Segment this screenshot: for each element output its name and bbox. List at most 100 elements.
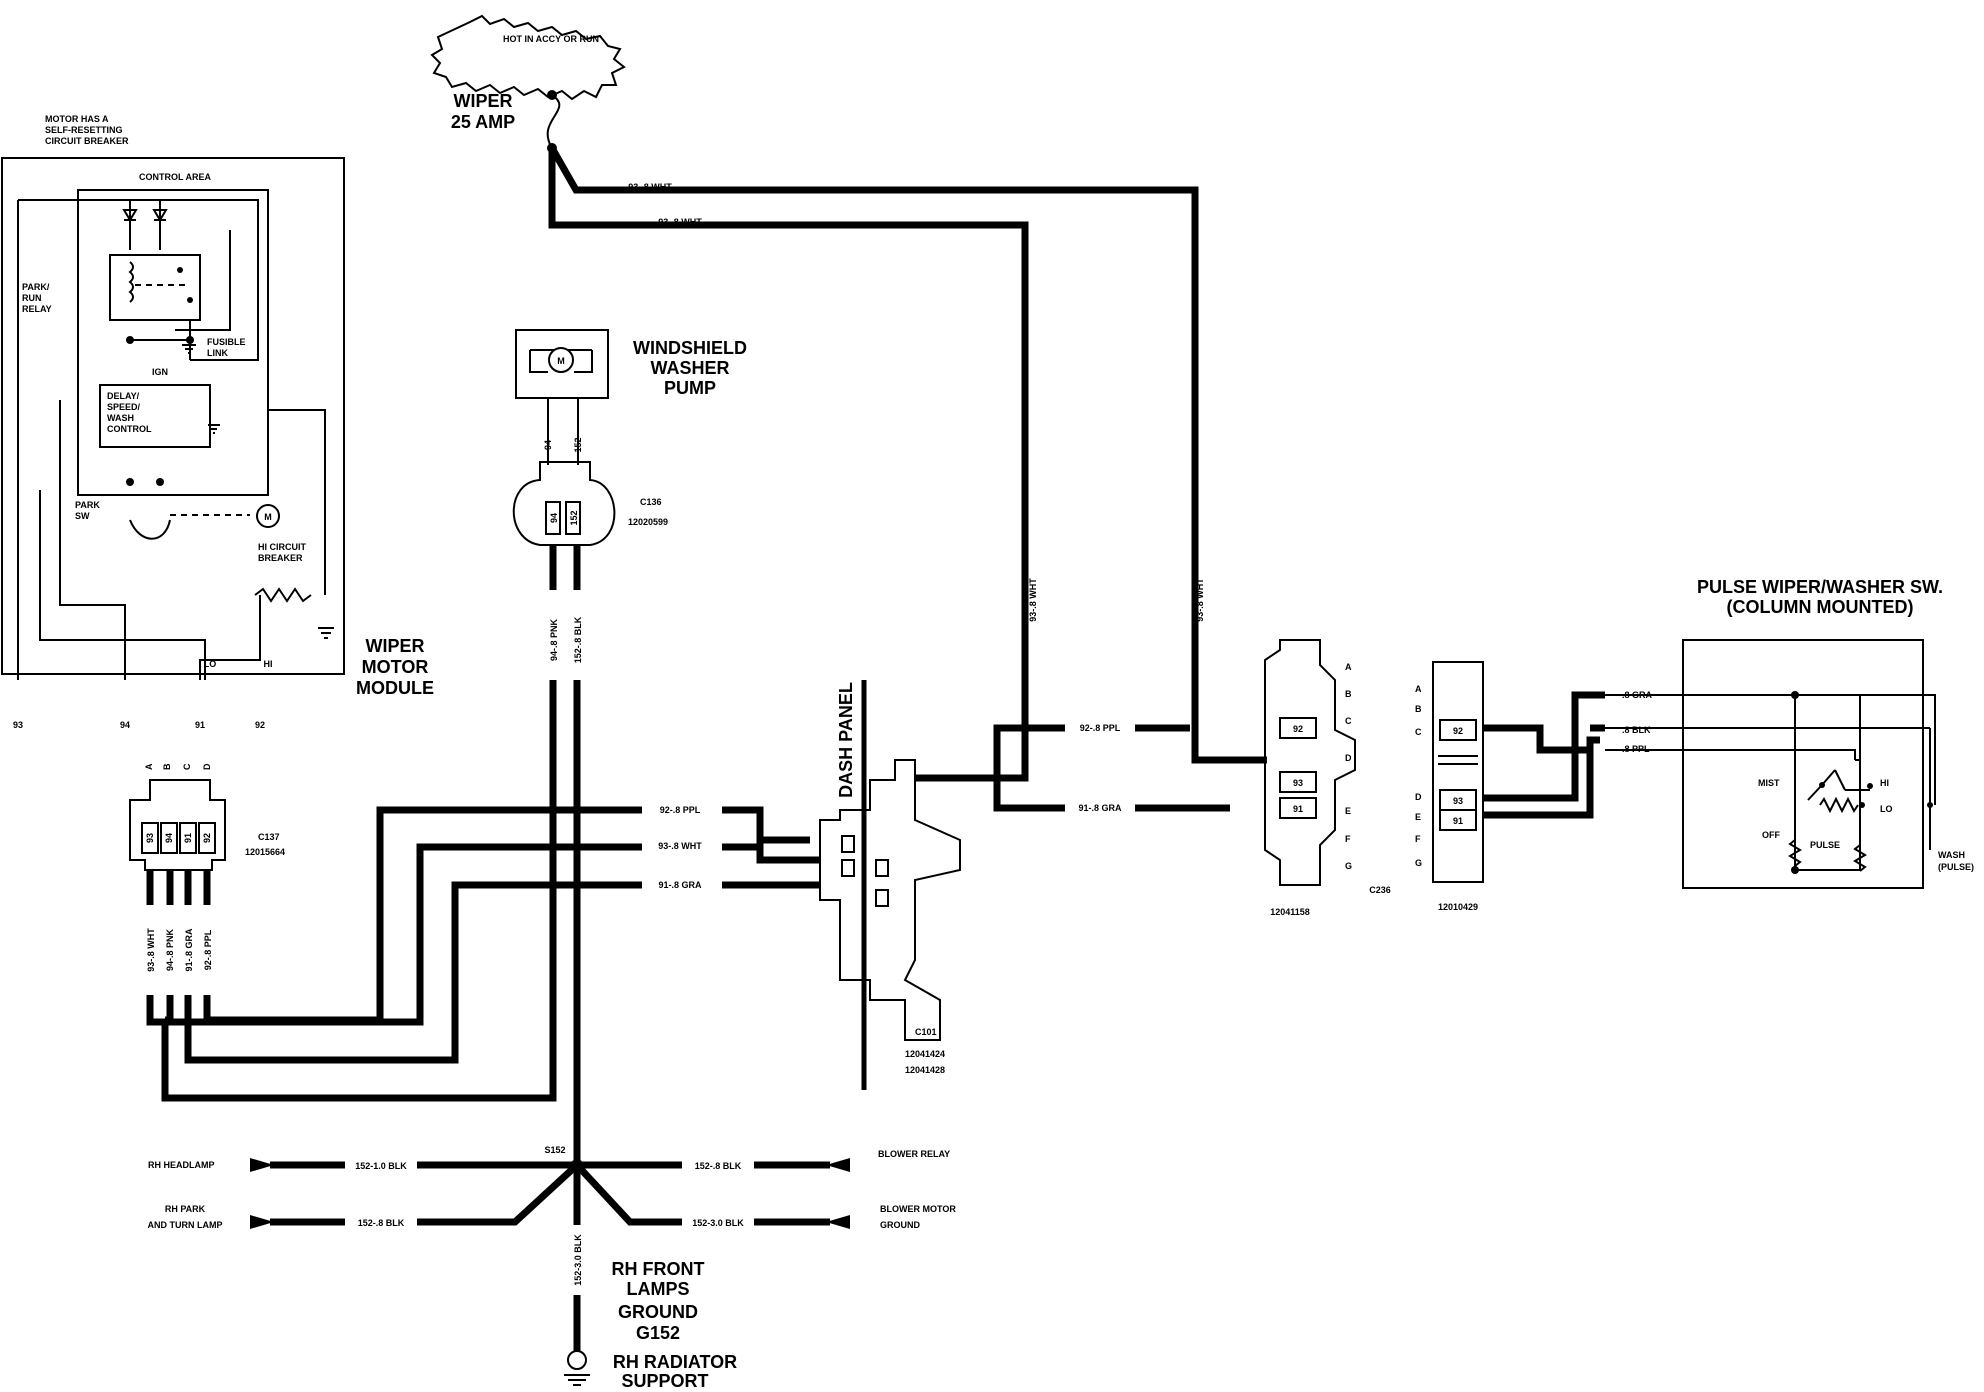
c137-wire-label-gra: 91-.8 GRA [184,928,194,972]
c236-letter-c: C [1345,716,1352,726]
control-box [99,384,211,448]
module-note-line-3: CIRCUIT BREAKER [45,136,129,146]
c136-cavity-152-label: 152 [569,510,579,525]
hi-breaker-label-1: HI CIRCUIT [258,542,306,552]
module-title-1: WIPER [365,636,424,656]
swc-cavity-92-label: 92 [1453,726,1463,736]
ground-title-4: G152 [636,1323,680,1343]
pulse-junction-1 [1791,691,1799,699]
gnd-lt-bg [345,1158,417,1172]
ground-symbol-a [182,344,196,354]
c101-body [819,759,961,1041]
off-label: OFF [1762,830,1780,840]
gnd-lb-bg [345,1215,417,1229]
c101-pin-1 [841,835,855,853]
c137-name: C137 [258,832,280,842]
pulse-switch-title-2: (COLUMN MOUNTED) [1727,597,1914,617]
relay-label-2: RUN [22,293,42,303]
c101-part-2: 12041428 [905,1065,945,1075]
c236-letter-g: G [1345,861,1352,871]
washer-pump: M WINDSHIELD WASHER PUMP 94 152 94 152 C… [512,329,747,546]
module-pin-93: 93 [13,720,23,730]
c236-gra-label: 91-.8 GRA [1078,803,1122,813]
arrow-rh-headlamp [250,1158,274,1172]
gra-label-bg [642,877,722,891]
lo-label: LO [204,659,217,669]
c101-pin-4 [875,889,889,907]
ground-eyelet [567,1350,587,1370]
pnk-label-bg [545,590,583,680]
c236-letter-b: B [1345,689,1352,699]
module-pin-92: 92 [255,720,265,730]
contact-lo [1859,802,1865,808]
ground-title-3: GROUND [618,1302,698,1322]
ground-title-2: LAMPS [627,1279,690,1299]
control-area-box [77,189,269,496]
pulse-switch-contacts [1807,769,1870,801]
c137-cavity-91 [179,822,197,854]
c101-pin-2 [841,859,855,877]
module-pin-94: 94 [120,720,130,730]
swc-stub-1 [1580,691,1605,754]
wht-wire-label: 93-.8 WHT [658,841,702,851]
switch-connector: 92 93 91 A B C D E F G 12010429 [1415,661,1484,912]
c101-part-1: 12041424 [905,1049,945,1059]
blower-motor-wire: 152-3.0 BLK [692,1218,744,1228]
dash-to-c236-ppl [915,724,1065,782]
wiper-motor-module: MOTOR HAS A SELF-RESETTING CIRCUIT BREAK… [1,114,434,730]
fuse-wire-lower-label: 93-.8 WHT [658,217,702,227]
pump-blk-label: 152-.8 BLK [573,616,583,663]
c137-connector: A B C D 93 94 91 92 C137 12015664 [129,763,285,871]
c136-cavity-152 [565,501,581,535]
dash-panel-label: DASH PANEL [836,682,856,798]
arrow-blower-relay [826,1158,850,1172]
pulse-label: PULSE [1810,840,1840,850]
module-title-2: MOTOR [362,657,429,677]
control-area-label: CONTROL AREA [139,172,212,182]
rh-headlamp-wire: 152-1.0 BLK [355,1161,407,1171]
ground-symbol [564,1374,590,1386]
swc-letter-f: F [1415,834,1421,844]
hi-breaker-label-2: BREAKER [258,553,303,563]
splice-s152-label: S152 [544,1145,565,1155]
dash-panel: DASH PANEL C101 12041424 12041428 [819,680,961,1090]
c137-letter-c: C [182,763,192,770]
module-inner-wires [17,199,326,680]
ground-section: S152 RH HEADLAMP 152-1.0 BLK RH PARK AND… [148,1145,957,1391]
wiper-motor-symbol [256,504,280,528]
swc-93-wire [1483,691,1600,802]
fuse-rating: 25 AMP [451,112,515,132]
ign-label: IGN [152,367,168,377]
swc-letter-b: B [1415,704,1422,714]
c136-cavity-94-label: 94 [549,513,559,523]
module-outline [1,157,345,675]
c137-wire-label-wht: 93-.8 WHT [146,928,156,972]
diodes [122,209,168,222]
c236-cavity-93-label: 93 [1293,778,1303,788]
wiper-motor-glyph: M [264,512,272,522]
ground-title-1: RH FRONT [612,1259,705,1279]
junction-3 [126,478,134,486]
blower-relay-label: BLOWER RELAY [878,1149,950,1159]
fuse-name: WIPER [453,91,512,111]
c137-part: 12015664 [245,847,285,857]
swc-letter-e: E [1415,812,1421,822]
control-box-line-4: CONTROL [107,424,152,434]
ground-location-2: SUPPORT [621,1371,708,1391]
c236-cavity-91-label: 91 [1293,804,1303,814]
ppl-label-bg [642,802,722,816]
junction-4 [156,478,164,486]
pump-pin-94: 94 [543,440,553,450]
park-sw-label-1: PARK [75,500,100,510]
pulse-junction-2 [1791,866,1799,874]
pump-title-1: WINDSHIELD [633,338,747,358]
gra-wire-label: 91-.8 GRA [658,880,702,890]
c137-cavity-94-label: 94 [164,833,174,843]
c101-name: C101 [915,1027,937,1037]
swc-letter-d: D [1415,792,1422,802]
c137-cavity-93-label: 93 [145,833,155,843]
c236-cavity-93 [1279,771,1317,793]
swc-part: 12010429 [1438,902,1478,912]
c137-letter-d: D [202,763,212,770]
